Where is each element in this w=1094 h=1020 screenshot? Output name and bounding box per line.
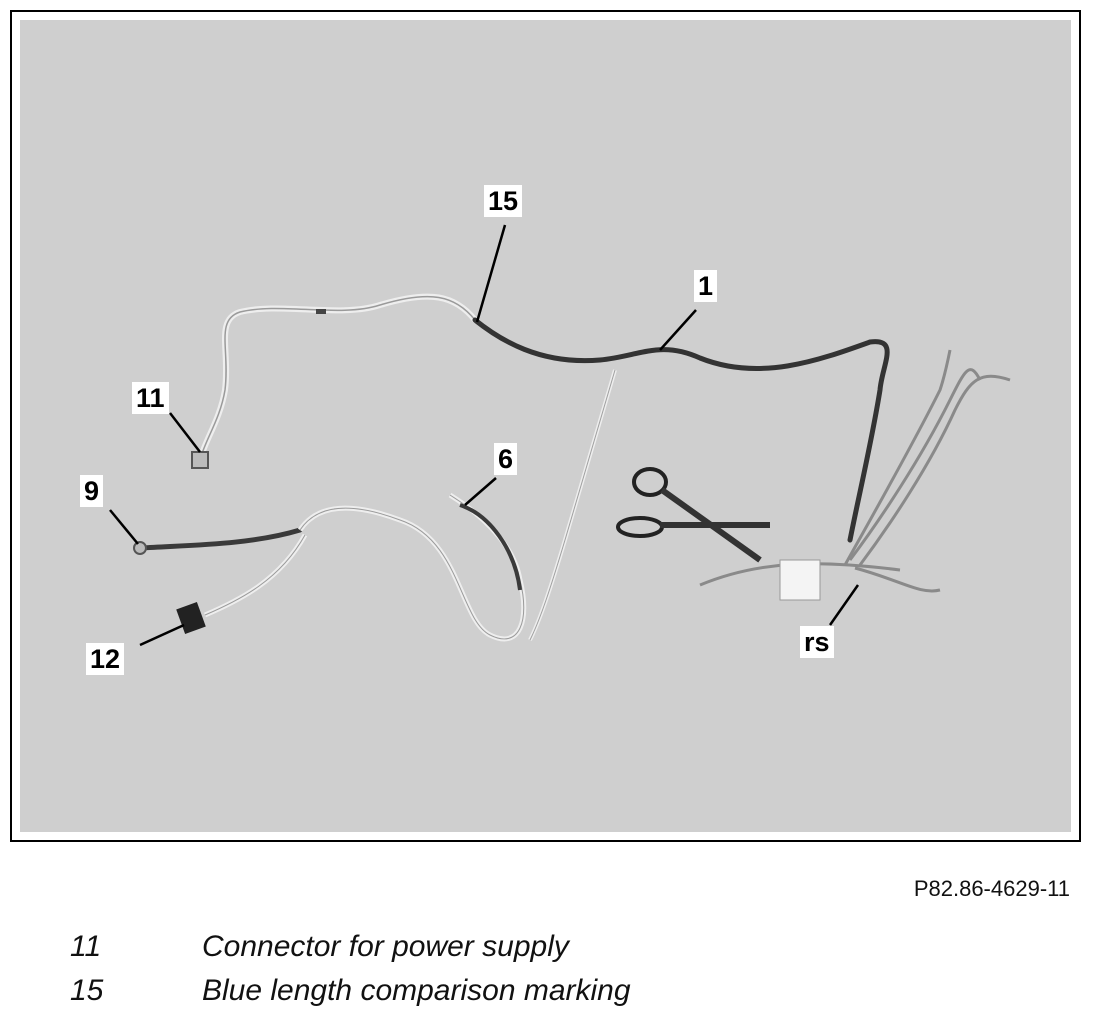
figure-frame: 15 1 11 9 6 12 rs — [10, 10, 1081, 842]
wire-loop — [297, 492, 527, 642]
scissors-icon — [616, 467, 770, 563]
harness-bundle — [699, 349, 1011, 593]
legend-text: Connector for power supply — [202, 930, 569, 963]
legend: 11 Connector for power supply 15 Blue le… — [70, 930, 631, 1018]
connector-12 — [176, 602, 206, 634]
wiring-harness-photo: 15 1 11 9 6 12 rs — [20, 20, 1071, 832]
wiring-harness-drawing — [109, 224, 1011, 647]
callout-1: 1 — [694, 270, 718, 302]
legend-number: 15 — [70, 974, 104, 1007]
wire-6 — [459, 503, 522, 591]
callout-11: 11 — [132, 382, 169, 414]
tag-label — [779, 559, 821, 601]
legend-text: Blue length comparison marking — [202, 974, 631, 1007]
callout-15: 15 — [484, 185, 523, 217]
legend-row: 15 Blue length comparison marking — [70, 974, 631, 1018]
wire-branch-down — [528, 369, 617, 641]
wire-9 — [139, 527, 303, 551]
wire-connector-11-to-15 — [197, 293, 478, 463]
figure-id: P82.86-4629-11 — [913, 876, 1070, 901]
connector-11 — [191, 451, 209, 469]
wire-12 — [204, 533, 308, 618]
callout-rs: rs — [800, 626, 834, 658]
callout-leaders — [109, 224, 860, 647]
wire-1 — [472, 317, 890, 543]
callout-12: 12 — [86, 643, 125, 675]
legend-row: 11 Connector for power supply — [70, 930, 631, 974]
callout-9: 9 — [80, 475, 104, 507]
callout-6: 6 — [494, 443, 518, 475]
connector-9 — [133, 541, 147, 555]
legend-number: 11 — [70, 930, 102, 963]
